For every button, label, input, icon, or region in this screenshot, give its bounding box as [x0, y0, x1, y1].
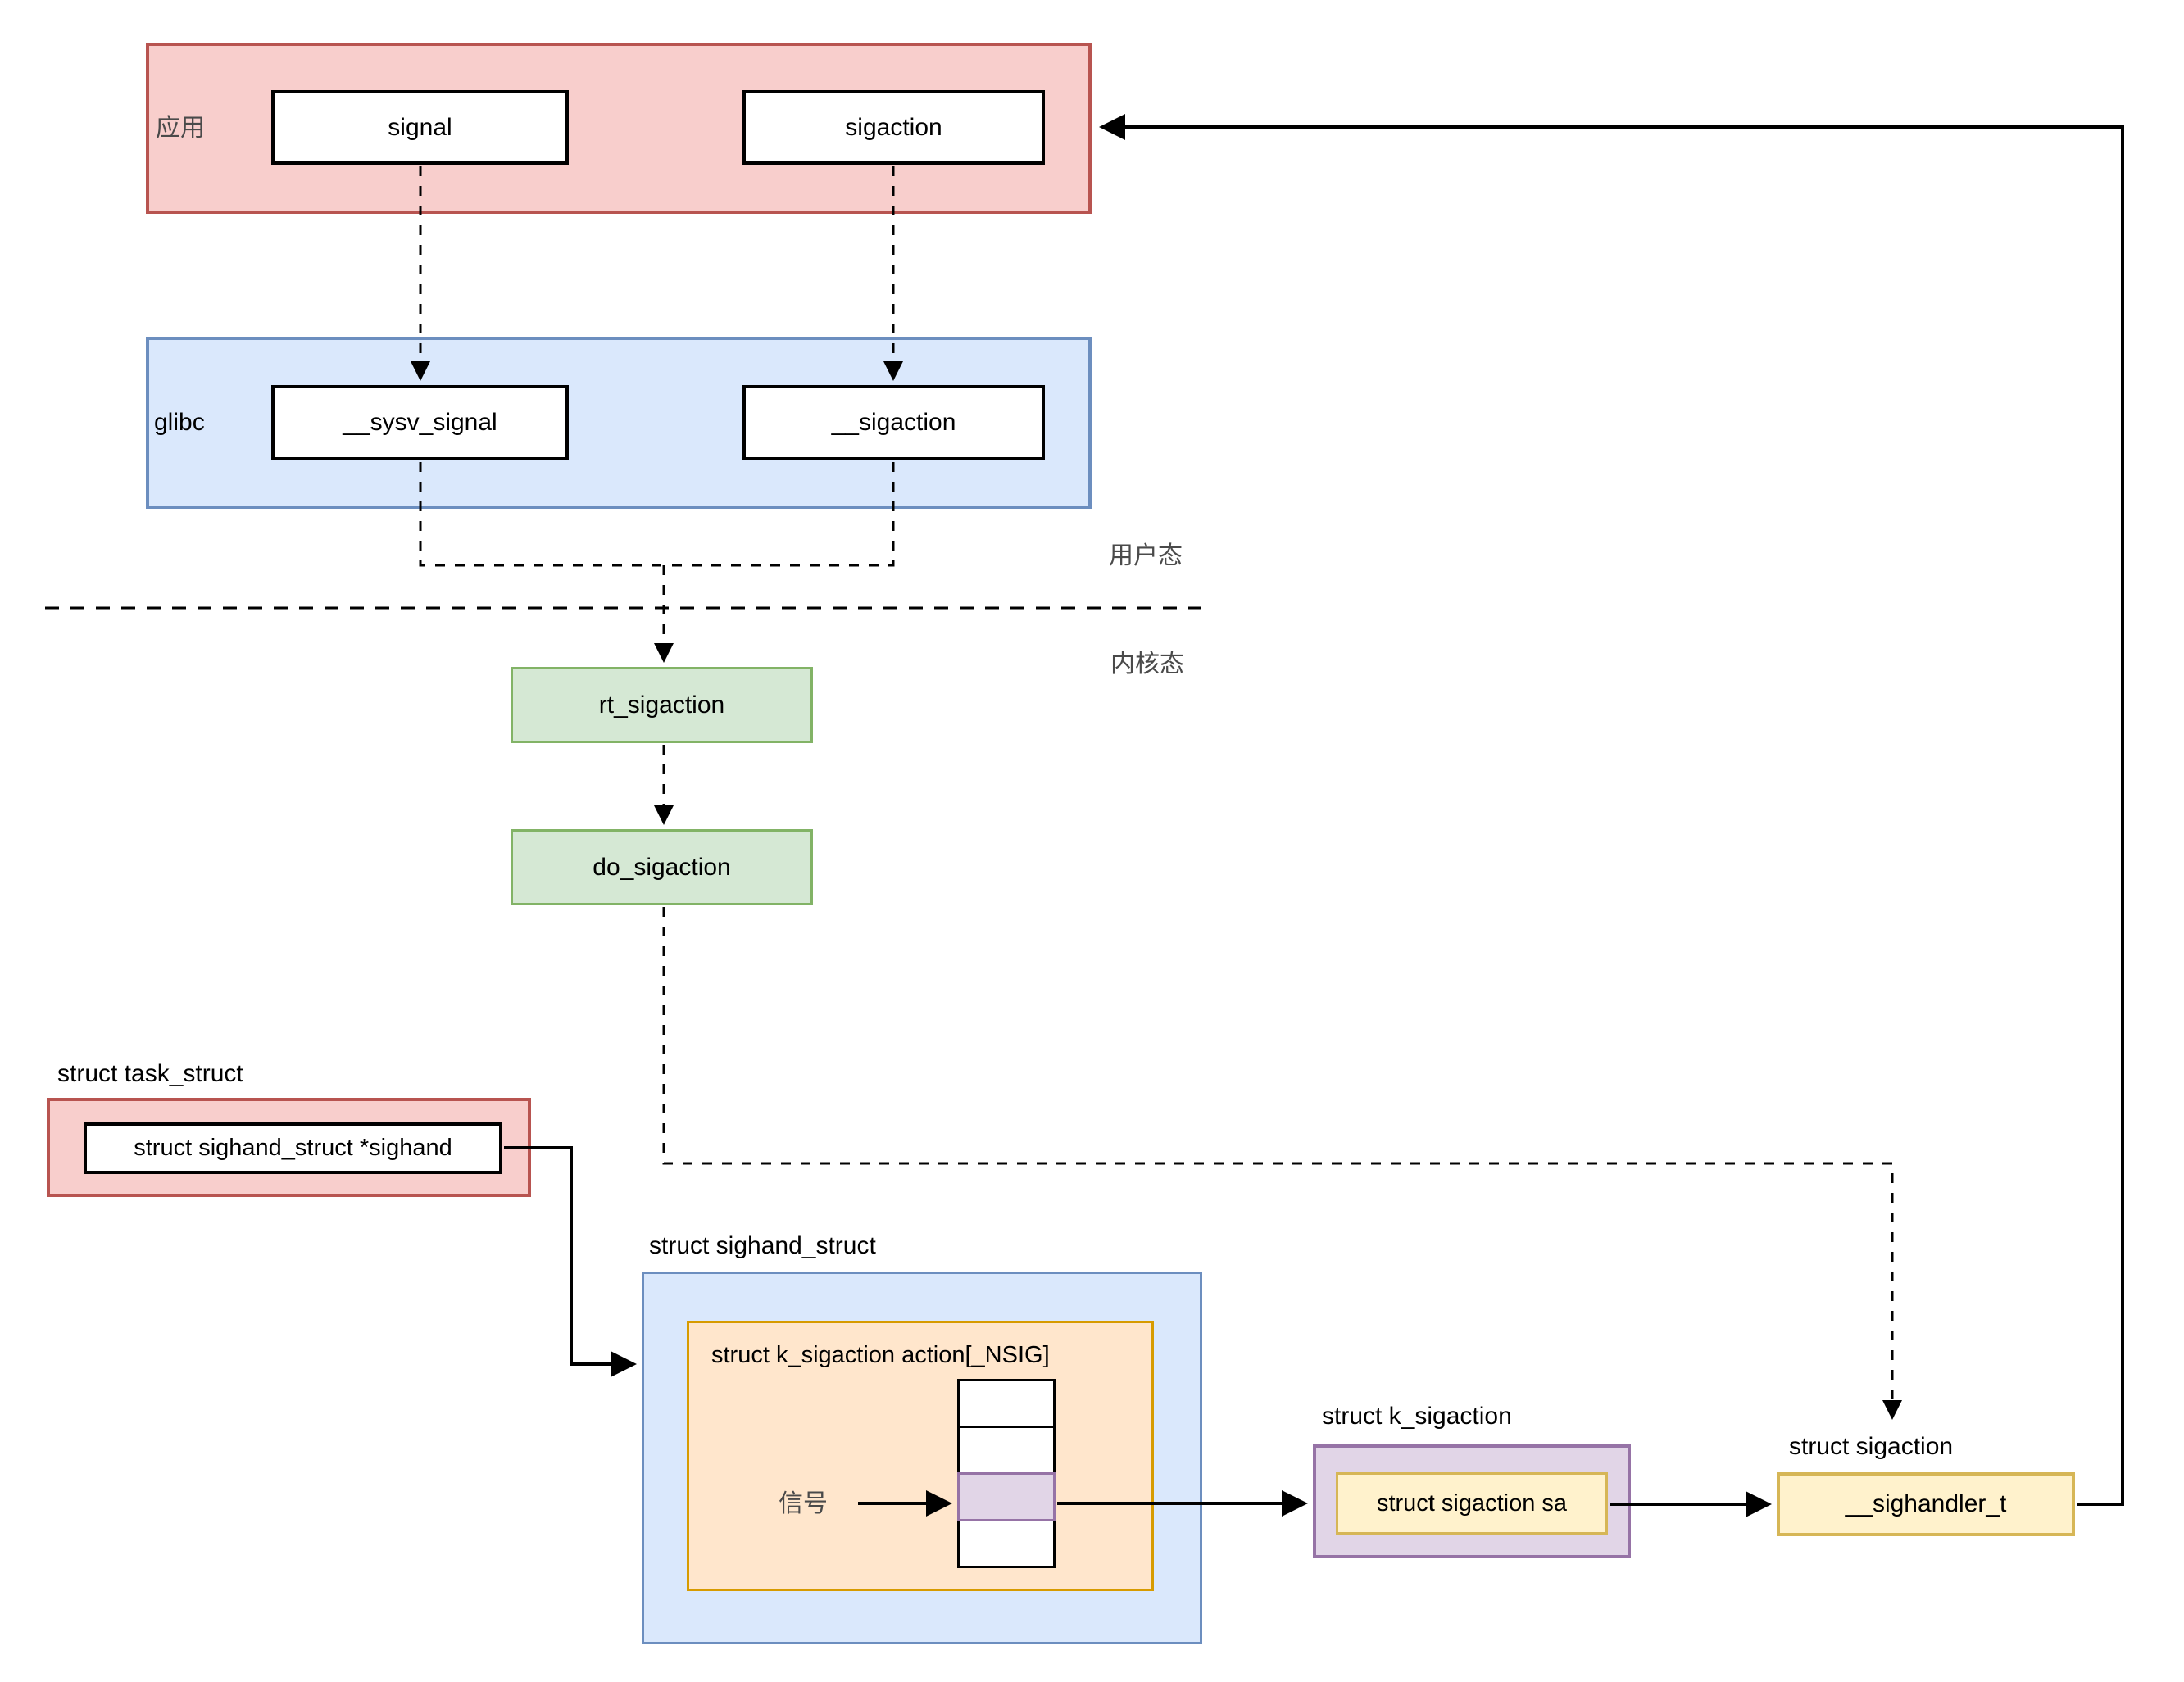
sighandler-t-field: __sighandler_t — [1777, 1472, 2075, 1536]
k-sigaction-title: struct k_sigaction — [1322, 1403, 1512, 1430]
action-array-cells — [957, 1379, 1056, 1568]
sigaction-node: sigaction — [742, 90, 1045, 165]
action-cell — [957, 1519, 1056, 1568]
user-mode-label: 用户态 — [1109, 542, 1183, 569]
conn-sighandler-t-to-app — [1099, 114, 2124, 1506]
signal-node: signal — [271, 90, 569, 165]
action-cell — [957, 1379, 1056, 1428]
glibc-label: glibc — [154, 409, 205, 436]
action-cell — [957, 1426, 1056, 1475]
sysv-signal-node: __sysv_signal — [271, 385, 569, 460]
glibc-sigaction-node: __sigaction — [742, 385, 1045, 460]
sigaction-sa-field: struct sigaction sa — [1336, 1472, 1608, 1535]
signal-index-label: 信号 — [779, 1490, 828, 1517]
k-sigaction-array-label: struct k_sigaction action[_NSIG] — [711, 1342, 1050, 1368]
sighand-pointer-field: struct sighand_struct *sighand — [84, 1122, 502, 1174]
sighand-struct-title: struct sighand_struct — [649, 1232, 876, 1259]
kernel-mode-label: 内核态 — [1110, 651, 1184, 678]
task-struct-title: struct task_struct — [57, 1060, 243, 1087]
sigaction-struct-title: struct sigaction — [1789, 1433, 1954, 1460]
do-sigaction-node: do_sigaction — [511, 829, 813, 905]
rt-sigaction-node: rt_sigaction — [511, 667, 813, 743]
action-cell-selected — [957, 1472, 1056, 1521]
app-label: 应用 — [156, 115, 205, 142]
